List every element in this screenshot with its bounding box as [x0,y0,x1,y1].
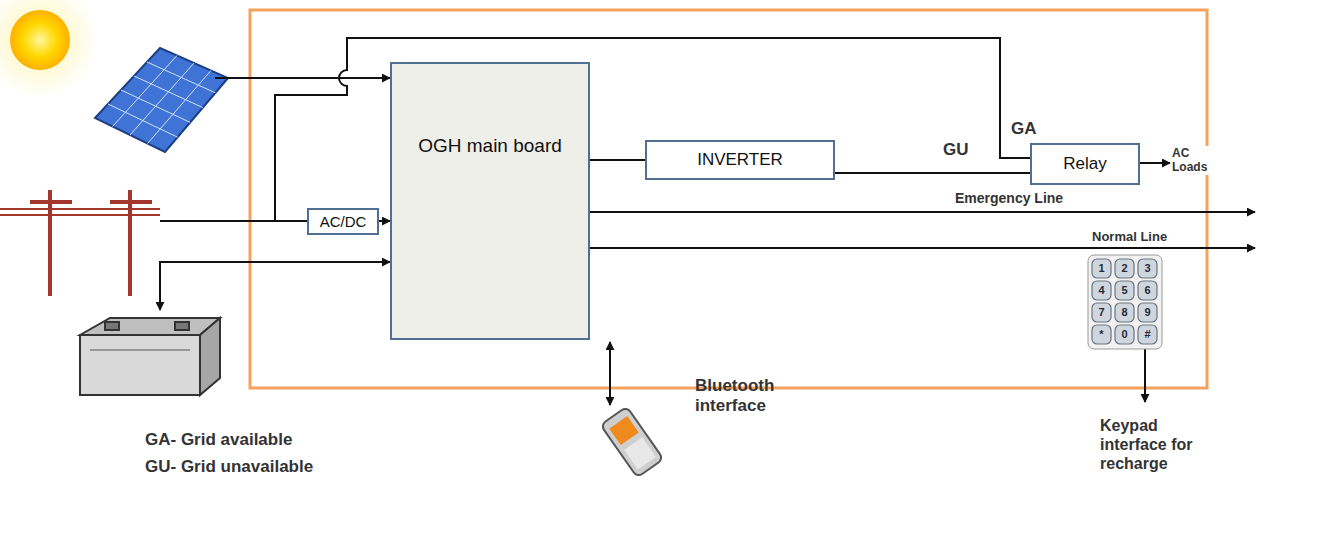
key-label: 7 [1092,303,1111,322]
edge-label: GU [943,140,969,160]
solar-panel [95,48,228,152]
panel-cell-line [148,71,212,144]
panel-cell-line [113,56,178,127]
box-label: AC/DC [320,213,367,230]
key-label: * [1092,325,1111,344]
connector [590,159,645,161]
grid-poles [0,190,160,296]
process-box: OGH main board [390,62,590,340]
keypad-key [1138,303,1157,322]
key-label: 6 [1138,281,1157,300]
text-label: GA [1011,119,1037,139]
keypad-key [1115,303,1134,322]
keypad-key [1092,303,1111,322]
key-label: 9 [1138,303,1157,322]
wires [160,38,1255,405]
keypad-key [1092,325,1111,344]
key-label: 1 [1092,259,1111,278]
key-label: 5 [1115,281,1134,300]
connector [835,172,1030,174]
key-label: # [1138,325,1157,344]
box-label: INVERTER [697,150,783,170]
connector [379,220,390,222]
keypad-key [1115,259,1134,278]
text-label: Bluetooth interface [695,376,810,417]
box-label: OGH main board [418,135,562,157]
housing-outline [250,10,1207,388]
key-label: 8 [1115,303,1134,322]
keypad-key [1115,281,1134,300]
process-box: AC/DC [307,208,379,235]
text-label: GA- Grid available [145,430,292,450]
keypad-icon [1088,255,1162,349]
text-label: AC Loads [1172,146,1214,175]
sun-icon [0,0,98,98]
text-label: Emergency Line [955,190,1063,207]
panel-cell-line [130,63,194,135]
key-label: 3 [1138,259,1157,278]
process-box: INVERTER [645,140,835,180]
keypad-key [1138,325,1157,344]
key-label: 4 [1092,281,1111,300]
keypad-key [1138,259,1157,278]
process-box: Relay [1030,143,1140,185]
key-label: 2 [1115,259,1134,278]
box-label: Relay [1063,154,1106,174]
text-label: GU- Grid unavailable [145,457,313,477]
key-label: 0 [1115,325,1134,344]
text-label: Normal Line [1092,229,1167,245]
text-label: Keypad interface for recharge [1100,416,1218,474]
battery-icon [80,318,220,395]
keypad-key [1092,259,1111,278]
keypad-key [1138,281,1157,300]
keypad-key [1115,325,1134,344]
phone-icon [601,407,664,478]
keypad-key [1092,281,1111,300]
